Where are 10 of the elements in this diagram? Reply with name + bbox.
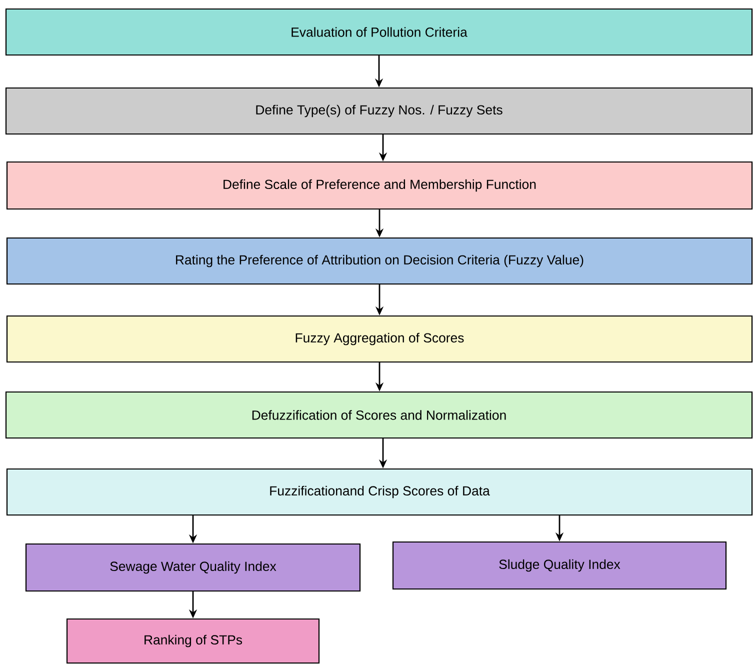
process-box: Sludge Quality Index [392, 541, 727, 590]
process-box: Evaluation of Pollution Criteria [5, 8, 753, 56]
process-box: Sewage Water Quality Index [25, 543, 361, 592]
process-box: Fuzzificationand Crisp Scores of Data [6, 468, 753, 516]
process-box: Rating the Preference of Attribution on Decision Criteria (Fuzzy Value) [6, 237, 753, 285]
process-box: Define Type(s) of Fuzzy Nos. / Fuzzy Sets [5, 87, 753, 135]
process-box: Defuzzification of Scores and Normalization [5, 391, 753, 439]
process-box: Define Scale of Preference and Membership Function [6, 161, 753, 210]
process-box: Ranking of STPs [66, 618, 320, 664]
process-box: Fuzzy Aggregation of Scores [6, 315, 753, 363]
